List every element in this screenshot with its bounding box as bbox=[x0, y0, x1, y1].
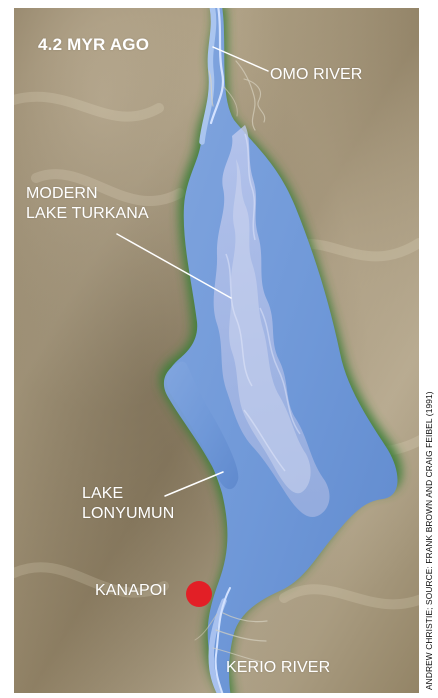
kerio-river-delta bbox=[194, 587, 268, 693]
paleogeographic-map: 4.2 MYR AGO OMO RIVER MODERN LAKE TURKAN… bbox=[14, 8, 419, 693]
kanapoi-label: KANAPOI bbox=[95, 582, 167, 599]
lake-lonyumun-label-line-2: LONYUMUN bbox=[82, 505, 175, 522]
map-graphic bbox=[14, 8, 419, 693]
terrain-brush-texture bbox=[14, 91, 419, 610]
lake-lonyumun-western-arm bbox=[163, 361, 239, 490]
kanapoi-site-marker bbox=[186, 581, 212, 607]
modern-lake-label-line-1: MODERN bbox=[26, 185, 98, 202]
label-leader-lines bbox=[116, 46, 269, 497]
modern-lake-turkana-leader-line bbox=[116, 233, 232, 299]
omo-river-leader-line bbox=[212, 46, 269, 72]
lake-lonyumun-label-line-1: LAKE bbox=[82, 485, 124, 502]
lake-lonyumun-leader-line bbox=[164, 471, 224, 497]
kerio-river-label: KERIO RIVER bbox=[226, 659, 331, 676]
map-title: 4.2 MYR AGO bbox=[38, 35, 150, 54]
modern-lake-turkana-outline bbox=[213, 125, 330, 518]
omo-river-label: OMO RIVER bbox=[270, 66, 363, 83]
modern-lake-turkana-highlight bbox=[229, 159, 311, 494]
modern-lake-turkana-label: MODERN LAKE TURKANA bbox=[26, 184, 149, 224]
omo-river-channels bbox=[199, 8, 266, 145]
modern-lake-turkana-texture bbox=[225, 133, 301, 472]
lake-lonyumun-label: LAKE LONYUMUN bbox=[82, 484, 174, 524]
image-credit: ANDREW CHRISTIE; SOURCE: FRANK BROWN AND… bbox=[424, 391, 434, 690]
modern-lake-label-line-2: LAKE TURKANA bbox=[26, 205, 149, 222]
